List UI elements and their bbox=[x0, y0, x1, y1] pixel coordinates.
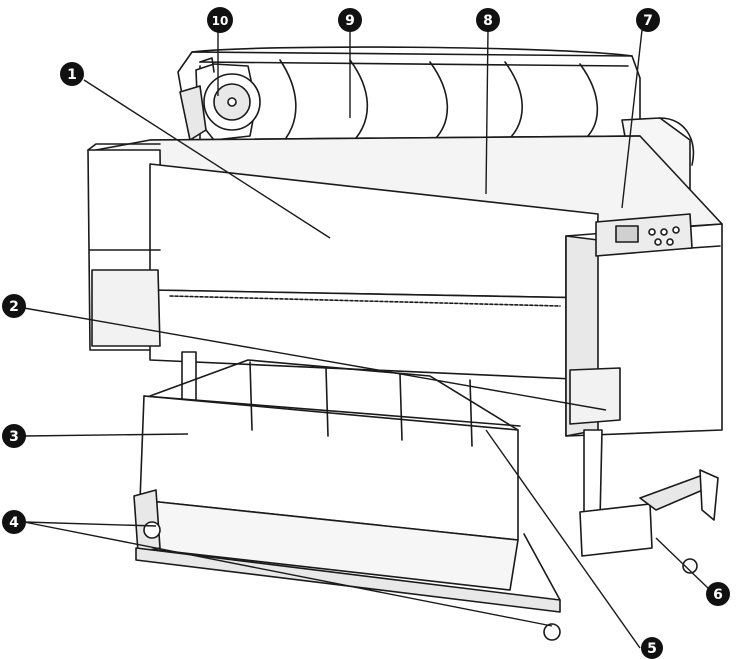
callout-2-label: 2 bbox=[9, 299, 19, 315]
callout-2: 2 bbox=[2, 294, 26, 318]
callout-1-label: 1 bbox=[67, 67, 77, 83]
leader-lines bbox=[23, 29, 711, 649]
callout-8-label: 8 bbox=[483, 13, 493, 29]
control-panel bbox=[595, 213, 693, 257]
ink-cartridge-cover-right bbox=[569, 367, 621, 425]
caster-right bbox=[682, 558, 698, 574]
paper-basket bbox=[133, 359, 561, 613]
callout-10-label: 10 bbox=[212, 14, 229, 28]
callout-7-label: 7 bbox=[643, 13, 653, 29]
callout-1: 1 bbox=[60, 62, 84, 86]
ink-cartridge-cover-left bbox=[91, 269, 161, 347]
callout-5: 5 bbox=[641, 637, 663, 659]
callout-6-label: 6 bbox=[713, 587, 723, 603]
callout-9: 9 bbox=[338, 8, 362, 32]
callout-4: 4 bbox=[2, 510, 26, 534]
callout-9-label: 9 bbox=[345, 13, 355, 29]
caster-front bbox=[543, 623, 561, 641]
callout-3: 3 bbox=[2, 424, 26, 448]
printer-body bbox=[87, 135, 723, 437]
callout-3-label: 3 bbox=[9, 429, 19, 445]
callout-10: 10 bbox=[207, 7, 233, 33]
caster-left bbox=[143, 521, 161, 539]
callout-4-label: 4 bbox=[9, 515, 19, 531]
callout-5-label: 5 bbox=[647, 641, 657, 657]
callout-6: 6 bbox=[706, 582, 730, 606]
callout-7: 7 bbox=[636, 8, 660, 32]
stand bbox=[181, 351, 719, 557]
callout-8: 8 bbox=[476, 8, 500, 32]
